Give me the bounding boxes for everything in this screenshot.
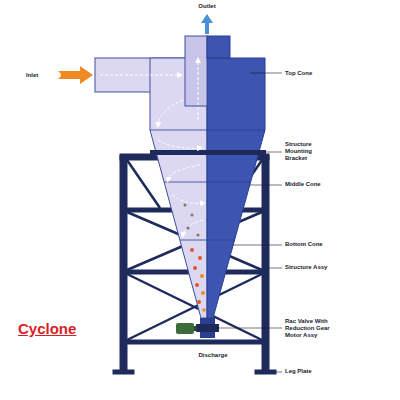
part-label: Rac Valve With Reduction Gear Motor Assy xyxy=(285,318,341,340)
rotary-valve xyxy=(176,318,219,338)
part-label: Bottom Cone xyxy=(285,241,345,248)
leg-plate xyxy=(255,370,276,374)
outlet-arrow xyxy=(205,22,209,34)
part-label: Inlet xyxy=(26,72,56,79)
dust-particles xyxy=(184,204,206,312)
part-label: Top Cone xyxy=(285,70,345,77)
swirl-flow xyxy=(100,60,203,235)
outlet-pipe xyxy=(207,36,230,58)
leg-plate xyxy=(113,370,134,374)
mounting-bracket xyxy=(150,150,266,155)
cyclone-cutaway xyxy=(150,58,207,318)
outlet-pipe xyxy=(185,36,207,106)
cyclone-exterior xyxy=(207,58,265,318)
part-label: Leg Plate xyxy=(285,368,345,375)
part-label: Structure Mounting Bracket xyxy=(285,141,329,163)
part-label: Discharge xyxy=(187,352,239,359)
diagram-title: Cyclone xyxy=(18,320,76,337)
inlet-arrow xyxy=(58,66,93,84)
outlet-arrow xyxy=(201,14,213,23)
part-label: Structure Assy xyxy=(285,264,345,271)
part-label: Outlet xyxy=(187,3,227,10)
leader-lines xyxy=(215,73,282,372)
part-label: Middle Cone xyxy=(285,181,345,188)
